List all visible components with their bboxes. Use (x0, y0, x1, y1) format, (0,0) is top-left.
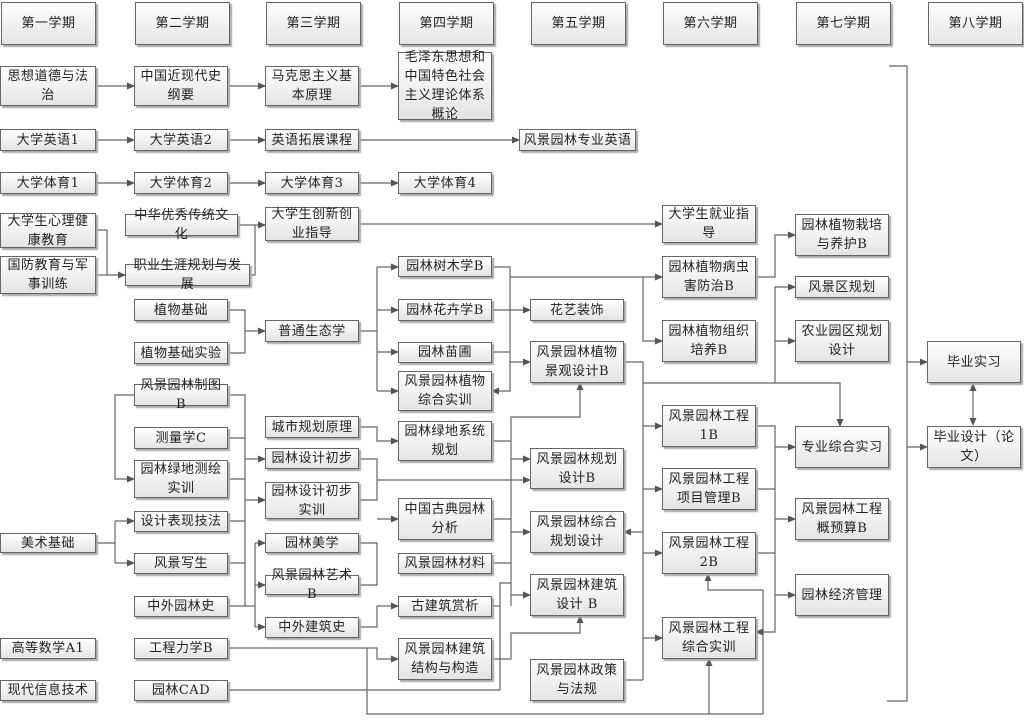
connector-arrow (114, 394, 135, 483)
course-box: 风景园林植物综合实训 (398, 371, 492, 411)
connector-arrow (643, 382, 844, 427)
course-box: 园林设计初步实训 (265, 482, 359, 519)
connector-arrow (887, 65, 908, 702)
course-box: 现代信息技术 (0, 680, 96, 701)
course-box: 美术基础 (0, 533, 96, 553)
course-box: 风景园林建筑设计 B (530, 574, 624, 616)
connector-arrow (359, 458, 378, 501)
semester-header: 第八学期 (928, 2, 1023, 45)
course-box: 风景写生 (134, 553, 228, 574)
course-box: 中国古典园林分析 (398, 498, 492, 540)
course-box: 风景园林规划设计B (530, 448, 624, 489)
course-box: 测量学C (134, 427, 228, 449)
connector-arrow (228, 394, 246, 607)
connector-arrow (492, 382, 584, 442)
course-box: 风景园林艺术B (265, 568, 359, 602)
course-box: 风景园林工程1B (662, 405, 756, 447)
course-box: 高等数学A1 (0, 638, 96, 659)
semester-header: 第三学期 (266, 2, 361, 45)
connector-arrow (359, 426, 399, 445)
course-box: 中外园林史 (134, 596, 228, 617)
course-box: 大学英语2 (134, 129, 228, 151)
connector-arrow (359, 602, 399, 628)
course-box: 园林经济管理 (795, 574, 889, 616)
connector-arrow (756, 231, 796, 278)
connector-arrow (704, 573, 764, 715)
connector-arrow (642, 277, 663, 345)
connector-arrow (359, 542, 378, 586)
course-box: 植物基础 (134, 299, 228, 321)
course-box: 大学体育3 (265, 172, 359, 194)
connector-arrow (774, 283, 796, 383)
course-box: 设计表现技法 (134, 511, 228, 532)
course-box: 中华优秀传统文化 (125, 208, 238, 242)
course-box: 毕业设计（论文） (927, 426, 1021, 468)
course-box: 大学体育4 (398, 172, 492, 194)
course-box: 园林花卉学B (398, 299, 492, 321)
course-box: 毕业实习 (927, 341, 1021, 383)
course-box: 风景园林植物景观设计B (530, 341, 624, 383)
course-box: 普通生态学 (265, 320, 359, 342)
course-box: 中国近现代史纲要 (134, 66, 228, 106)
course-box: 园林植物组织培养B (662, 320, 756, 362)
course-box: 毛泽东思想和中国特色社会主义理论体系概论 (398, 50, 492, 122)
semester-header: 第二学期 (135, 2, 230, 45)
course-box: 园林美学 (265, 533, 359, 553)
connector-arrow (228, 582, 511, 691)
connector-arrow (492, 615, 584, 660)
course-box: 大学英语1 (0, 129, 96, 151)
course-box: 古建筑赏析 (398, 596, 492, 617)
course-box: 大学生心理健康教育 (0, 213, 96, 248)
course-box: 园林绿地测绘实训 (134, 460, 228, 498)
course-box: 园林CAD (134, 680, 228, 701)
course-box: 马克思主义基本原理 (265, 66, 359, 106)
connector-arrow (228, 309, 246, 354)
connector-arrow (624, 361, 644, 680)
course-box: 农业园区规划设计 (795, 320, 889, 362)
course-box: 思想道德与法治 (0, 66, 96, 106)
course-box: 职业生涯规划与发展 (125, 258, 250, 292)
course-box: 园林苗圃 (398, 342, 492, 363)
course-box: 风景园林工程综合实训 (662, 617, 756, 659)
connector-arrow (491, 266, 511, 395)
course-box: 园林绿地系统规划 (398, 421, 492, 461)
connector-arrow (228, 647, 399, 663)
semester-header: 第四学期 (399, 2, 494, 45)
course-box: 风景园林工程概预算B (795, 498, 889, 540)
connector-arrow (366, 648, 713, 715)
semester-header: 第六学期 (663, 2, 758, 45)
course-box: 国防教育与军事训练 (0, 256, 96, 294)
course-box: 植物基础实验 (134, 342, 228, 364)
course-box: 风景园林综合规划设计 (530, 511, 624, 553)
course-box: 风景园林制图B (134, 378, 228, 412)
course-box: 工程力学B (134, 638, 228, 659)
course-box: 风景园林政策与法规 (530, 659, 624, 701)
course-box: 大学生就业指导 (662, 205, 756, 243)
semester-header: 第七学期 (796, 2, 891, 45)
course-box: 园林设计初步 (265, 448, 359, 469)
course-box: 园林植物病虫害防治B (662, 256, 756, 298)
course-box: 风景园林工程2B (662, 532, 756, 574)
course-box: 园林植物栽培与养护B (795, 214, 889, 256)
course-box: 专业综合实习 (795, 426, 889, 468)
course-box: 风景园林建筑结构与构造 (398, 638, 492, 680)
course-box: 园林树木学B (398, 256, 492, 277)
course-box: 风景园林专业英语 (519, 129, 636, 151)
course-box: 风景园林材料 (398, 553, 492, 574)
course-box: 风景园林工程项目管理B (662, 468, 756, 510)
connector-arrow (96, 229, 126, 279)
connector-arrow (238, 224, 256, 276)
course-box: 城市规划原理 (265, 416, 359, 438)
course-box: 大学体育2 (134, 172, 228, 194)
course-box: 风景区规划 (795, 276, 889, 298)
course-box: 中外建筑史 (265, 617, 359, 638)
course-box: 花艺装饰 (530, 299, 624, 321)
connector-arrow (755, 425, 776, 636)
course-box: 英语拓展课程 (265, 129, 359, 151)
course-box: 大学体育1 (0, 172, 96, 194)
course-box: 大学生创新创业指导 (265, 207, 359, 241)
semester-header: 第五学期 (531, 2, 626, 45)
semester-header: 第一学期 (1, 2, 96, 45)
